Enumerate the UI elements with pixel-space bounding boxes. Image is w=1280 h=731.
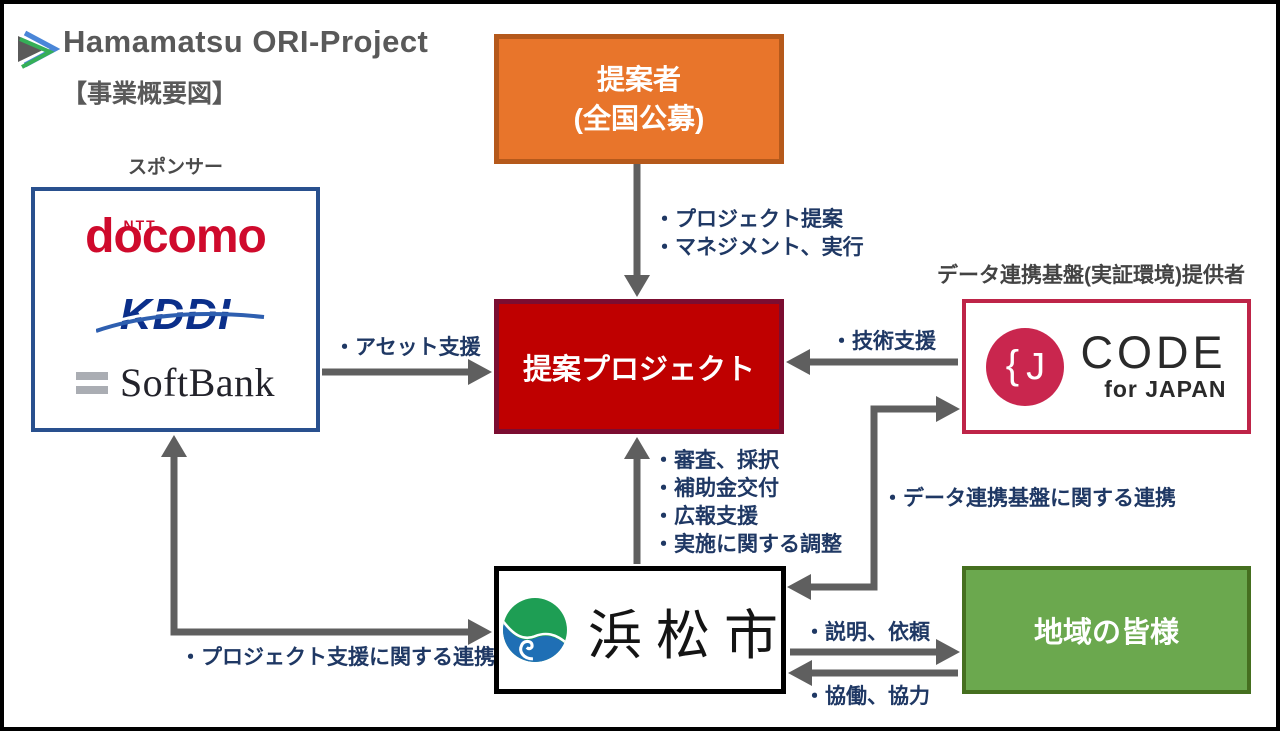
- proposer-box: 提案者 (全国公募): [494, 34, 784, 164]
- arrow-label-project-support: ・プロジェクト支援に関する連携: [180, 646, 495, 669]
- arrow-label-asset-support: ・アセット支援: [334, 336, 481, 359]
- page-title: Hamamatsu ORI-Project: [63, 24, 429, 59]
- arrow-label-proposer-to-project: ・プロジェクト提案 ・マネジメント、実行: [654, 206, 864, 262]
- hamamatsu-city-box: 浜松市: [494, 566, 786, 694]
- proposer-label-line2: (全国公募): [573, 103, 705, 134]
- arrow-label-hamamatsu-to-project: ・審査、採択 ・補助金交付 ・広報支援 ・実施に関する調整: [653, 447, 842, 559]
- community-box: 地域の皆様: [962, 566, 1251, 694]
- community-label: 地域の皆様: [1033, 617, 1179, 649]
- arrow-label-tech-support: ・技術支援: [831, 330, 936, 353]
- cfj-title-text: CODE: [1080, 327, 1227, 378]
- page-subtitle: 【事業概要図】: [62, 80, 238, 108]
- code-for-japan-logo: { J: [986, 327, 1065, 406]
- kddi-logo: KDDI: [35, 287, 316, 343]
- arrow-sponsor-to-project: [322, 359, 492, 385]
- hamamatsu-label: 浜松市: [588, 605, 792, 666]
- arrow-sponsor-hamamatsu: [161, 435, 492, 645]
- arrow-label-line: ・実施に関する調整: [653, 533, 842, 556]
- arrow-label-line: ・マネジメント、実行: [654, 236, 864, 259]
- softbank-logo-text: SoftBank: [119, 360, 276, 405]
- cfj-subtitle-text: for JAPAN: [1104, 376, 1227, 402]
- cfj-wordmark: CODE for JAPAN: [1080, 330, 1226, 403]
- cfj-brace-glyph: {: [1005, 342, 1020, 387]
- arrow-label-explain-request: ・説明、依頼: [804, 621, 930, 644]
- kddi-logo-text: KDDI: [119, 290, 232, 339]
- ntt-logo-text: NTT: [123, 217, 157, 233]
- hamamatsu-city-logo: [503, 598, 567, 662]
- docomo-logo-text: docomo: [85, 210, 267, 263]
- arrow-label-line: ・プロジェクト提案: [654, 208, 843, 231]
- arrow-hamamatsu-to-project: [624, 437, 650, 564]
- proposal-project-label: 提案プロジェクト: [522, 353, 755, 386]
- proposal-project-box: 提案プロジェクト: [494, 299, 784, 434]
- sponsor-caption: スポンサー: [127, 157, 223, 178]
- code-for-japan-box: { J CODE for JAPAN: [962, 299, 1251, 434]
- cfj-caption: データ連携基盤(実証環境)提供者: [937, 264, 1245, 287]
- softbank-bars-icon: [75, 371, 108, 394]
- cfj-j-glyph: J: [1026, 345, 1046, 388]
- arrow-label-data-platform: ・データ連携基盤に関する連携: [882, 487, 1176, 510]
- arrow-label-line: ・審査、採択: [653, 449, 779, 472]
- arrow-label-line: ・補助金交付: [653, 477, 779, 500]
- softbank-logo: SoftBank: [35, 359, 316, 406]
- arrow-label-cooperation: ・協働、協力: [804, 685, 930, 708]
- proposer-label-line1: 提案者: [596, 64, 681, 95]
- arrow-proposer-to-project: [624, 164, 650, 297]
- arrow-label-line: ・広報支援: [653, 505, 758, 528]
- ori-project-logo-icon: [18, 30, 61, 69]
